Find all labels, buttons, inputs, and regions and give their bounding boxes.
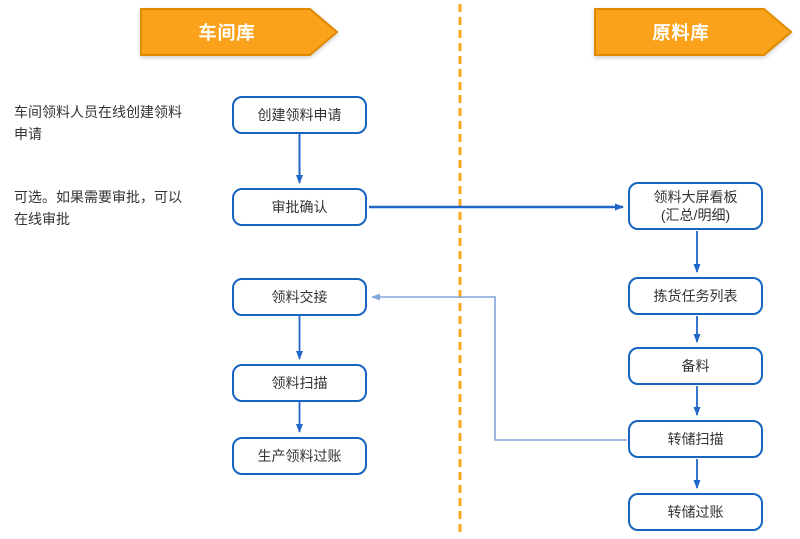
node-label: 审批确认 xyxy=(271,198,328,215)
node-picking-task-list: 拣货任务列表 xyxy=(628,277,763,315)
lane-title-raw-material: 原料库 xyxy=(652,23,710,43)
edge-transfer-scan-to-handover xyxy=(371,293,627,441)
node-label: 创建领料申请 xyxy=(257,106,342,123)
node-transfer-posting: 转储过账 xyxy=(628,493,763,531)
node-production-posting: 生产领料过账 xyxy=(232,437,367,475)
node-dashboard-board: 领料大屏看板 (汇总/明细) xyxy=(628,182,763,230)
lane-title-workshop: 车间库 xyxy=(198,23,256,43)
node-label: 拣货任务列表 xyxy=(653,287,738,304)
node-prepare-material: 备料 xyxy=(628,347,763,385)
node-transfer-scan: 转储扫描 xyxy=(628,420,763,458)
node-approval-confirm: 审批确认 xyxy=(232,188,367,226)
lane-header-raw-material: 原料库 xyxy=(594,8,792,56)
node-label: 转储过账 xyxy=(667,503,724,520)
annotation-create-note: 车间领料人员在线创建领料申请 xyxy=(14,104,182,142)
node-create-requisition: 创建领料申请 xyxy=(232,96,367,134)
lane-header-workshop: 车间库 xyxy=(140,8,338,56)
node-label: 领料扫描 xyxy=(271,374,328,391)
arrow-banner-shape xyxy=(140,8,338,56)
node-label: 生产领料过账 xyxy=(257,447,342,464)
node-label: 领料交接 xyxy=(271,288,328,305)
node-sublabel: (汇总/明细) xyxy=(660,207,731,223)
node-material-handover: 领料交接 xyxy=(232,278,367,316)
node-label: 转储扫描 xyxy=(667,430,724,447)
node-label: 领料大屏看板 xyxy=(653,188,738,205)
node-material-scan: 领料扫描 xyxy=(232,364,367,402)
arrow-banner-shape xyxy=(594,8,792,56)
annotation-approval-note: 可选。如果需要审批，可以在线审批 xyxy=(14,189,182,227)
node-label: 备料 xyxy=(681,357,710,374)
